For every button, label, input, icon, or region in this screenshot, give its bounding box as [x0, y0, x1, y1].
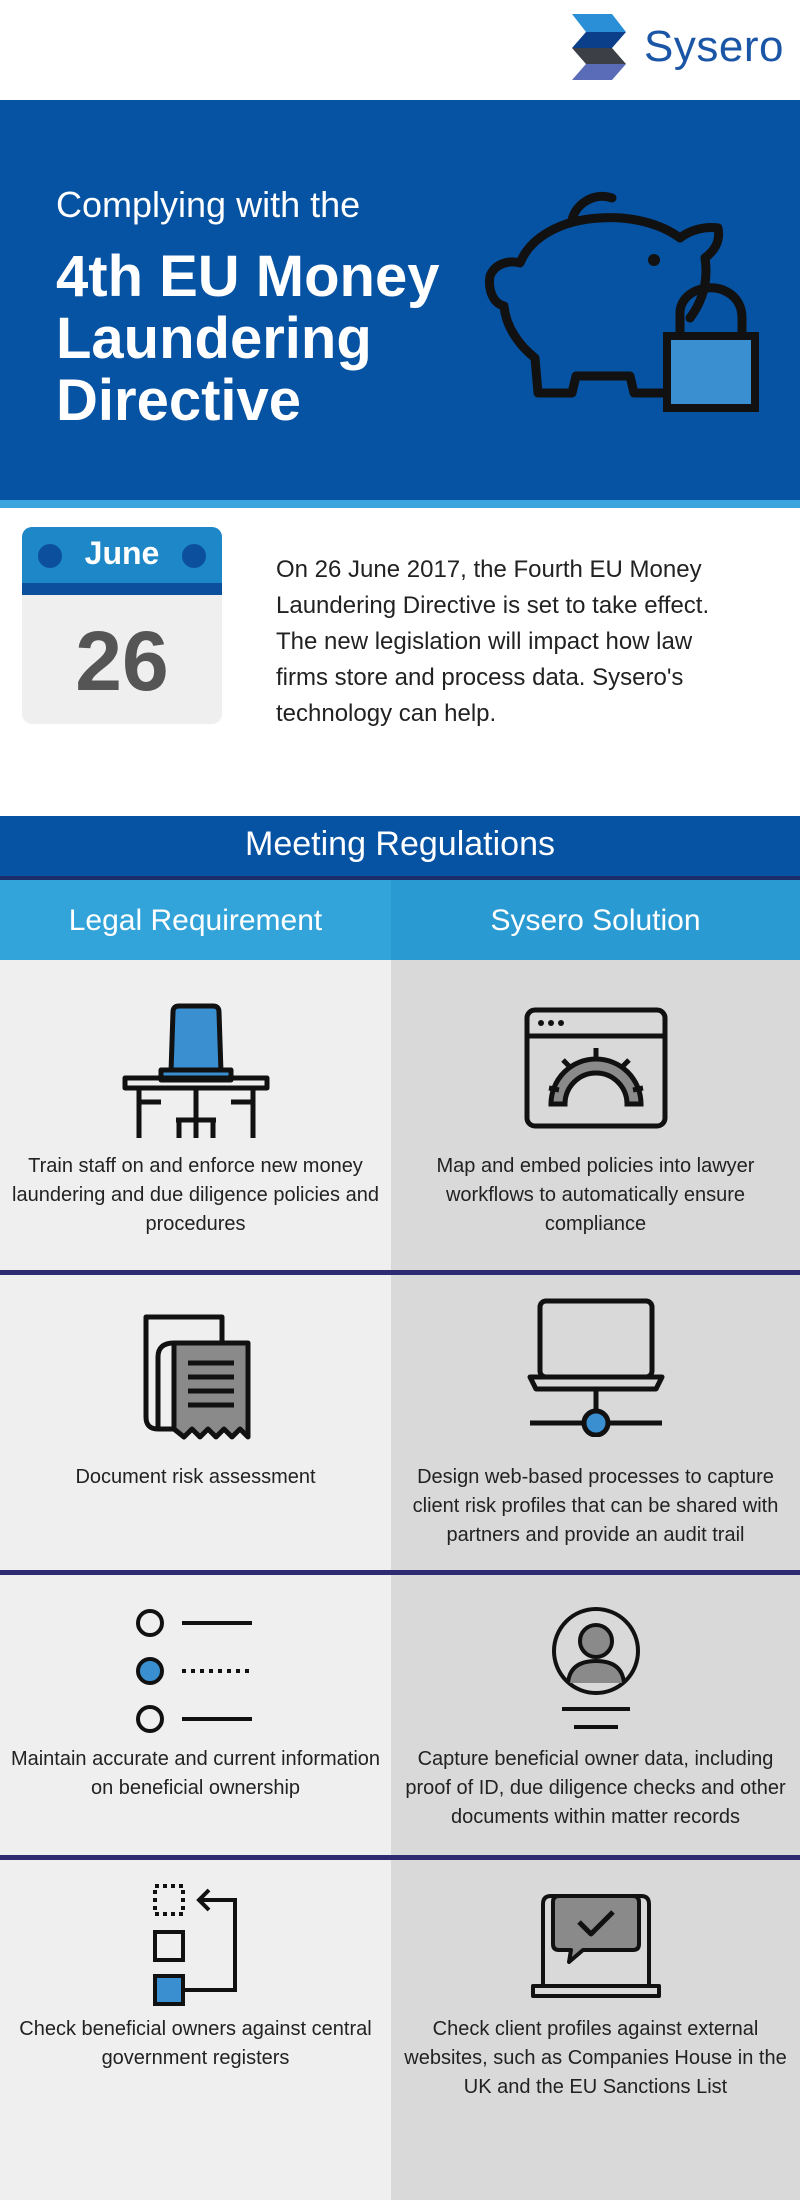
row-divider: [0, 1570, 800, 1575]
laptop-check-chat-icon: [530, 1894, 661, 1998]
requirement-cell: Check beneficial owners against central …: [0, 1860, 391, 2200]
table-row: Maintain accurate and current informatio…: [0, 1575, 800, 1855]
documents-icon: [143, 1314, 250, 1440]
row-divider: [0, 1270, 800, 1275]
column-header-legal-requirement: Legal Requirement: [0, 880, 391, 960]
calendar-icon: June 26: [22, 527, 222, 724]
section-divider: [0, 876, 800, 880]
calendar-day: 26: [75, 614, 169, 708]
list-options-icon: [135, 1609, 252, 1733]
section-title: Meeting Regulations: [0, 816, 800, 876]
hero-subtitle: Complying with the: [56, 184, 361, 225]
user-profile-icon: [551, 1607, 640, 1729]
calendar-strip: [22, 583, 222, 595]
hero-title: 4th EU Money Laundering Directive: [56, 244, 440, 433]
solution-text: Map and embed policies into lawyer workf…: [436, 1155, 755, 1235]
table-row: Document risk assessment Design web-base…: [0, 1275, 800, 1570]
calendar-ring-left: [38, 544, 62, 568]
requirement-cell: Document risk assessment: [0, 1275, 391, 1570]
laptop-network-icon: [527, 1298, 664, 1437]
calendar-header: June: [22, 527, 222, 583]
requirement-text: Check beneficial owners against central …: [19, 2018, 372, 2069]
solution-cell: Map and embed policies into lawyer workf…: [391, 960, 800, 1270]
column-header-sysero-solution: Sysero Solution: [391, 880, 800, 960]
table-row: Train staff on and enforce new money lau…: [0, 960, 800, 1270]
requirement-text: Train staff on and enforce new money lau…: [12, 1155, 379, 1235]
piggy-bank-lock-icon: [485, 192, 759, 412]
calendar-ring-right: [182, 544, 206, 568]
logo-bar: Sysero: [0, 0, 800, 100]
hero-banner: Complying with the 4th EU Money Launderi…: [0, 100, 800, 500]
solution-text: Check client profiles against external w…: [404, 2018, 787, 2098]
row-divider: [0, 1855, 800, 1860]
sysero-logo-icon: [572, 14, 627, 80]
browser-gear-icon: [524, 1007, 667, 1129]
requirement-cell: Maintain accurate and current informatio…: [0, 1575, 391, 1855]
solution-cell: Check client profiles against external w…: [391, 1860, 800, 2200]
requirement-text: Maintain accurate and current informatio…: [10, 1748, 381, 1799]
sysero-logo[interactable]: Sysero: [560, 12, 784, 82]
checklist-flow-icon: [152, 1884, 237, 2006]
solution-text: Design web-based processes to capture cl…: [412, 1466, 779, 1546]
requirement-text: Document risk assessment: [75, 1466, 316, 1488]
requirement-cell: Train staff on and enforce new money lau…: [0, 960, 391, 1270]
desk-chair-icon: [122, 1003, 269, 1138]
solution-text: Capture beneficial owner data, including…: [405, 1748, 786, 1828]
intro-text: On 26 June 2017, the Fourth EU Money Lau…: [276, 556, 710, 727]
brand-name: Sysero: [644, 22, 784, 71]
solution-cell: Design web-based processes to capture cl…: [391, 1275, 800, 1570]
solution-cell: Capture beneficial owner data, including…: [391, 1575, 800, 1855]
calendar-month: June: [84, 535, 160, 571]
table-row: Check beneficial owners against central …: [0, 1860, 800, 2200]
hero-bottom-stripe: [0, 500, 800, 508]
